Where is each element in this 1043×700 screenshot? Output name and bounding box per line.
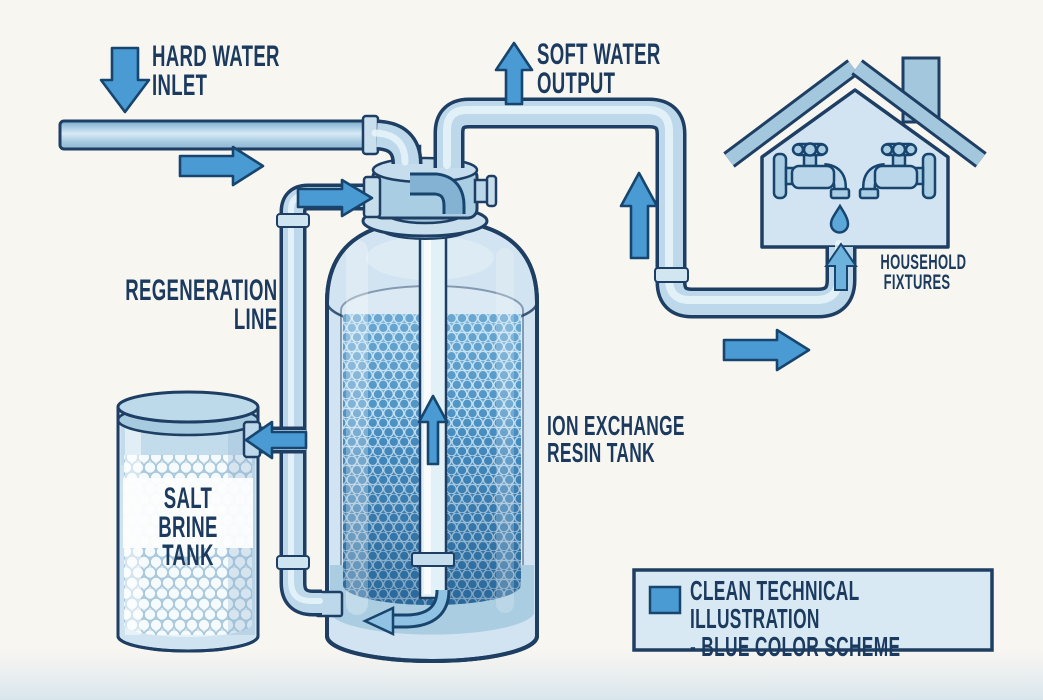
salt-tank-label-band	[123, 478, 253, 548]
label-hard-water-inlet: HARD WATER INLET	[152, 40, 280, 102]
hard-water-down-arrow	[99, 46, 151, 114]
label-household-fixtures: HOUSEHOLD FIXTURES	[880, 251, 967, 294]
regeneration-arrow-right	[296, 178, 374, 218]
brine-arrow-left	[244, 420, 308, 460]
pipe-coupling	[276, 555, 310, 570]
soft-water-up-arrow	[494, 41, 534, 106]
house-body	[760, 88, 950, 249]
salt-brine-tank	[116, 390, 260, 653]
riser-up-arrow	[417, 394, 449, 466]
resin-tank	[325, 217, 539, 663]
house	[723, 56, 987, 249]
legend-box	[632, 568, 994, 652]
fixtures-flow-right-arrow	[722, 328, 811, 372]
bottom-flow-arrow	[362, 606, 395, 636]
hard-water-inlet-pipe	[58, 114, 423, 166]
label-soft-water-output: SOFT WATER OUTPUT	[537, 38, 661, 100]
output-flow-up-arrow	[619, 171, 659, 260]
label-ion-exchange-resin-tank: ION EXCHANGE RESIN TANK	[547, 410, 685, 468]
legend-swatch	[648, 585, 682, 615]
water-drop-icon	[829, 203, 850, 234]
pipe-coupling	[654, 267, 689, 283]
inlet-flow-right-arrow	[178, 145, 265, 187]
riser-collar	[411, 552, 455, 567]
background-wash	[0, 648, 1043, 700]
legend-caption: CLEAN TECHNICAL ILLUSTRATION - BLUE COLO…	[690, 575, 901, 662]
label-regeneration-line: REGENERATION LINE	[124, 274, 277, 336]
house-entry-arrow	[824, 242, 858, 291]
pipe-coupling	[276, 213, 310, 228]
soft-water-output-pipe	[433, 97, 858, 319]
label-salt-brine-tank: SALT BRINE TANK	[158, 482, 218, 572]
